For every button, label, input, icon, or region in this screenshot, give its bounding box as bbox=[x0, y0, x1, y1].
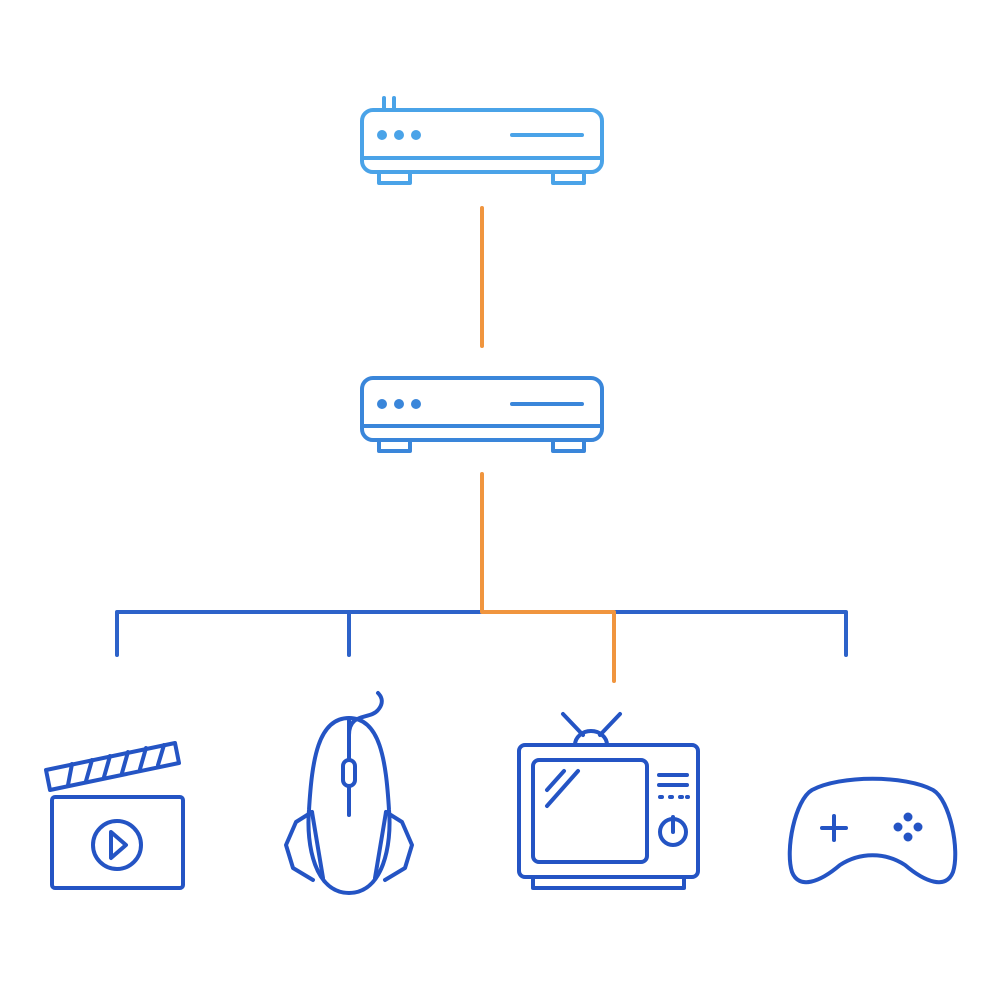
mouse-icon bbox=[284, 691, 414, 895]
router-icon bbox=[360, 376, 604, 453]
modem-router-icon bbox=[360, 96, 604, 185]
tv-icon bbox=[517, 712, 700, 890]
gamepad-icon bbox=[787, 776, 958, 885]
active-link bbox=[480, 472, 616, 683]
distribution-tree bbox=[115, 610, 848, 657]
clapperboard-icon bbox=[44, 741, 185, 890]
